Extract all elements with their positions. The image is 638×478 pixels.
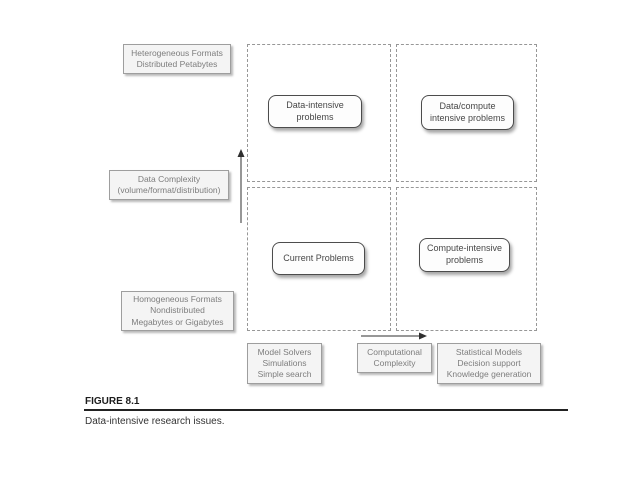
y-axis-title: Data Complexity (volume/format/distribut… [109,170,229,200]
figure-caption-text: Data-intensive research issues. [85,416,225,427]
figure-caption-rule [84,409,568,411]
quadrant-top-right [396,44,537,182]
node-compute-intensive-problems: Compute-intensive problems [419,238,510,272]
quadrant-top-left [247,44,391,182]
node-data-compute-intensive-problems: Data/compute intensive problems [421,95,514,130]
figure-caption-label: FIGURE 8.1 [85,396,140,407]
node-current-problems: Current Problems [272,242,365,275]
quadrant-bottom-right [396,187,537,331]
up-arrow-icon [237,149,245,223]
label-model-solvers: Model Solvers Simulations Simple search [247,343,322,384]
label-homogeneous-formats: Homogeneous Formats Nondistributed Megab… [121,291,234,331]
right-arrow-icon [361,332,427,340]
label-heterogeneous-formats: Heterogeneous Formats Distributed Petaby… [123,44,231,74]
x-axis-title: Computational Complexity [357,343,432,373]
quadrant-bottom-left [247,187,391,331]
node-data-intensive-problems: Data-intensive problems [268,95,362,128]
label-statistical-models: Statistical Models Decision support Know… [437,343,541,384]
